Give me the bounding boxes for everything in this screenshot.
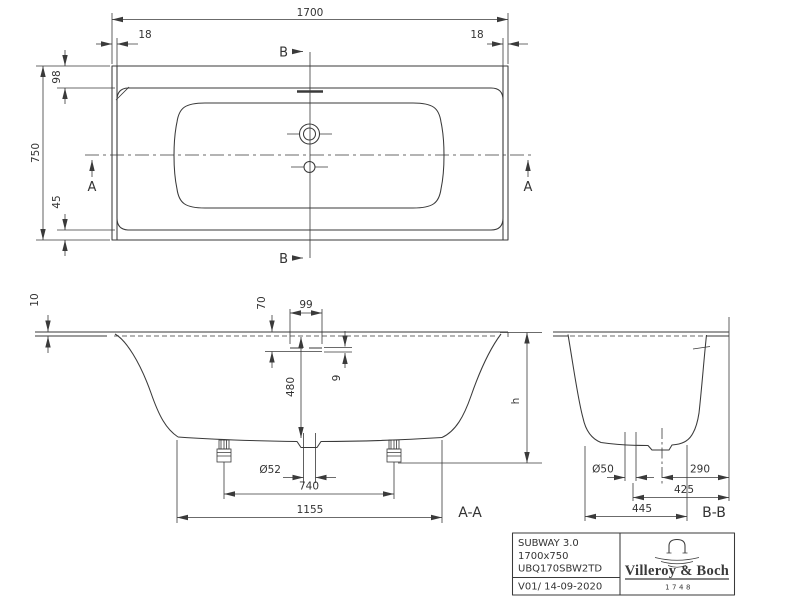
dim-base-length-1155: 1155 xyxy=(176,440,443,523)
product-model: SUBWAY 3.0 xyxy=(518,538,579,549)
dim-label-rim-thickness: 10 xyxy=(29,293,41,306)
dim-label-foot-ledge: 45 xyxy=(51,195,63,208)
dim-label-depth: 480 xyxy=(285,377,297,397)
dim-drain-to-edge-290: 290 xyxy=(662,464,729,481)
product-size: 1700x750 xyxy=(518,551,568,562)
drain-fitting xyxy=(291,160,328,174)
dim-label-overflow-slot: 9 xyxy=(331,375,343,382)
dim-width-750: 750 xyxy=(30,65,110,241)
dim-label-drain-to-edge: 290 xyxy=(690,464,710,476)
section-aa-view: 10 70 99 9 480 xyxy=(29,293,542,523)
dim-rim-thickness-10: 10 xyxy=(29,293,51,353)
dim-overflow-width-99: 99 xyxy=(289,299,323,344)
drain-pipe-lines xyxy=(624,432,637,481)
dim-head-ledge-98: 98 xyxy=(51,50,115,104)
section-marker-a-right: A xyxy=(524,160,533,195)
dim-height-h: h xyxy=(398,332,542,464)
dim-drain-center-425: 425 xyxy=(632,483,729,501)
dim-label-rim-left: 18 xyxy=(138,29,151,41)
dim-label-width: 750 xyxy=(30,143,42,163)
overflow-slot-section xyxy=(290,347,322,352)
section-aa-label: A-A xyxy=(458,505,482,521)
dim-drain-diameter-50: Ø50 xyxy=(592,464,654,481)
dim-depth-480: 480 xyxy=(285,337,304,438)
dim-label-feet-spacing: 740 xyxy=(299,481,319,493)
head-wall-profile xyxy=(114,333,179,438)
dim-label-base-width: 445 xyxy=(632,503,652,515)
dim-overflow-slot-9: 9 xyxy=(324,331,352,381)
dim-base-width-445: 445 xyxy=(584,445,688,521)
brand-year: 1748 xyxy=(665,584,693,592)
revision-date: V01/ 14-09-2020 xyxy=(518,582,602,593)
dim-drain-diameter-52: Ø52 xyxy=(259,433,336,483)
section-marker-b-bottom-label: B xyxy=(279,252,288,267)
foot-wall-profile xyxy=(441,333,502,438)
dim-label-overflow-drop: 70 xyxy=(256,296,268,309)
faucet-icon xyxy=(654,538,700,568)
section-bb-view: Ø50 290 425 445 B-B xyxy=(553,317,730,521)
section-marker-b-bottom: B xyxy=(279,252,303,267)
dim-rim-left-18: 18 xyxy=(96,29,152,66)
wall-reference-tick xyxy=(692,346,711,350)
dim-label-rim-right: 18 xyxy=(470,29,483,41)
dim-label-head-ledge: 98 xyxy=(51,70,63,83)
section-marker-a-left-label: A xyxy=(88,180,97,195)
top-view: 1700 18 18 750 98 xyxy=(30,7,535,267)
adjustable-foot-left xyxy=(216,439,232,499)
basin-outline xyxy=(173,102,445,209)
section-marker-a-left: A xyxy=(88,160,97,195)
section-marker-a-right-label: A xyxy=(524,180,533,195)
dim-label-drain-diameter-bb: Ø50 xyxy=(592,464,614,476)
title-block: SUBWAY 3.0 1700x750 UBQ170SBW2TD V01/ 14… xyxy=(511,532,736,596)
dim-length-1700: 1700 xyxy=(111,7,509,64)
dim-label-length: 1700 xyxy=(297,7,324,19)
dim-rim-right-18: 18 xyxy=(470,29,528,66)
section-bb-label: B-B xyxy=(702,505,726,521)
overflow-fitting xyxy=(287,123,332,145)
dim-label-drain-diameter-aa: Ø52 xyxy=(259,464,281,476)
brand-name: Villeroy & Boch xyxy=(625,563,729,579)
brand-logo: Villeroy & Boch 1748 xyxy=(625,538,729,592)
rim-corner-chamfer xyxy=(115,86,130,101)
tub-bottom-profile xyxy=(177,436,443,449)
title-block-border xyxy=(511,532,736,596)
dim-label-drain-center: 425 xyxy=(674,484,694,496)
dim-feet-spacing-740: 740 xyxy=(224,481,394,497)
section-marker-b-top-label: B xyxy=(279,46,288,61)
rim-fold-line xyxy=(116,87,504,231)
dim-label-base-length: 1155 xyxy=(297,504,324,516)
dim-overflow-drop-70: 70 xyxy=(256,296,290,368)
article-number: UBQ170SBW2TD xyxy=(518,564,602,575)
dim-label-overflow-width: 99 xyxy=(299,299,312,311)
section-marker-b-top: B xyxy=(279,46,303,61)
dim-label-height: h xyxy=(510,398,522,405)
adjustable-foot-right xyxy=(386,439,402,499)
tub-cross-profile xyxy=(567,334,708,451)
dim-foot-ledge-45: 45 xyxy=(51,195,115,256)
